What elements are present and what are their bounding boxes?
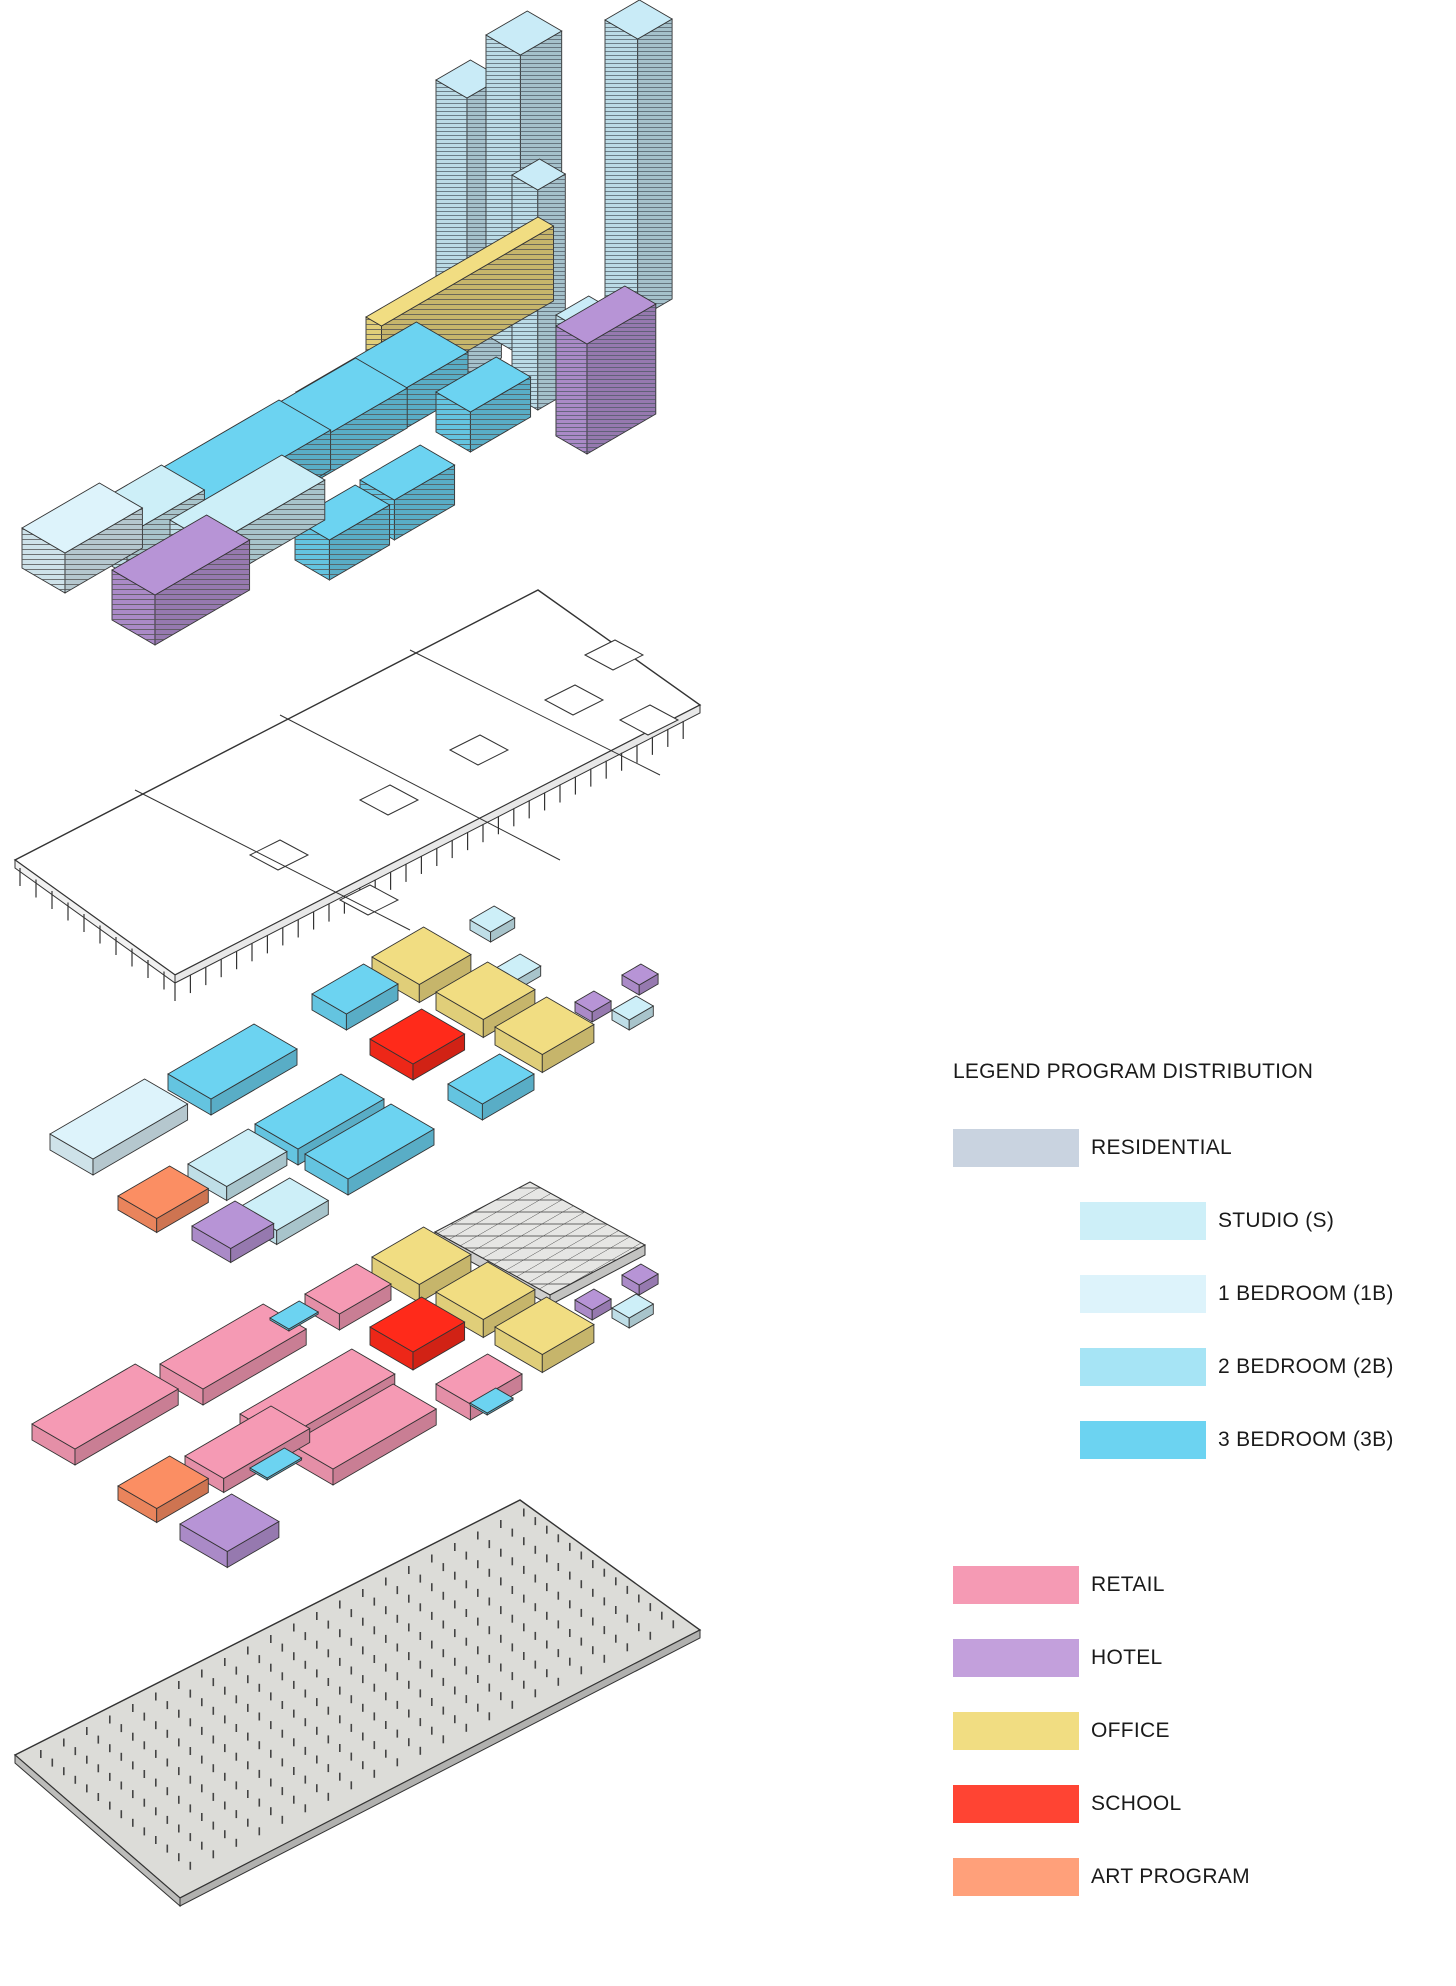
legend-label-studio: STUDIO (S): [1218, 1209, 1335, 1232]
retail-g-b: [159, 1303, 308, 1406]
legend-label-hotel: HOTEL: [1091, 1646, 1163, 1669]
residential-bars-layer: [21, 216, 555, 646]
unit-3b-d: [304, 1103, 435, 1196]
legend-label-school: SCHOOL: [1091, 1792, 1182, 1815]
office-block-b: [435, 961, 536, 1039]
legend-item-retail: RETAIL: [953, 1566, 1165, 1604]
legend-swatch-art-program: [953, 1858, 1079, 1896]
unit-3b-a: [311, 963, 399, 1031]
art-g: [117, 1455, 210, 1524]
legend-item-residential: RESIDENTIAL: [953, 1129, 1232, 1167]
office-block-c: [494, 996, 595, 1074]
retail-g-a: [304, 1263, 392, 1331]
unit-3b-b: [167, 1023, 298, 1116]
legend-swatch-2-bedroom: [1080, 1348, 1206, 1386]
unit-studio-a: [469, 905, 516, 943]
legend-label-residential: RESIDENTIAL: [1091, 1136, 1232, 1159]
legend-swatch-3-bedroom: [1080, 1421, 1206, 1459]
legend-item-3-bedroom: 3 BEDROOM (3B): [1080, 1421, 1394, 1459]
hotel-small-a: [574, 990, 612, 1023]
hotel-small-b: [621, 963, 659, 996]
school-g: [369, 1296, 466, 1371]
structural-slab-layer: [13, 589, 702, 1001]
school-block: [369, 1008, 466, 1081]
hotel-block-a: [191, 1200, 275, 1264]
ground-program-layer: [31, 1181, 659, 1569]
legend-swatch-residential: [953, 1129, 1079, 1167]
legend-label-3-bedroom: 3 BEDROOM (3B): [1218, 1428, 1394, 1451]
legend-swatch-1-bedroom: [1080, 1275, 1206, 1313]
ground-foundation-layer: [13, 1499, 702, 1908]
unit-studio-g: [611, 1293, 655, 1329]
unit-3b-g-a: [269, 1300, 320, 1332]
legend-swatch-retail: [953, 1566, 1079, 1604]
legend-swatch-office: [953, 1712, 1079, 1750]
legend-title: LEGEND PROGRAM DISTRIBUTION: [953, 1060, 1314, 1083]
unit-1b-a: [49, 1078, 189, 1176]
floor-slab: [13, 589, 702, 1001]
legend-item-2-bedroom: 2 BEDROOM (2B): [1080, 1348, 1394, 1386]
art-block: [117, 1165, 210, 1234]
bar-studio-row0: [21, 482, 144, 594]
legend-item-studio: STUDIO (S): [1080, 1202, 1334, 1240]
legend-swatch-school: [953, 1785, 1079, 1823]
office-g-c: [494, 1296, 595, 1374]
retail-g-f: [31, 1363, 180, 1466]
bar-hotel: [111, 514, 251, 646]
legend-item-school: SCHOOL: [953, 1785, 1182, 1823]
unit-studio-c: [187, 1128, 288, 1202]
unit-studio-d: [611, 995, 655, 1031]
legend-item-hotel: HOTEL: [953, 1639, 1163, 1677]
legend-item-office: OFFICE: [953, 1712, 1170, 1750]
legend-item-1-bedroom: 1 BEDROOM (1B): [1080, 1275, 1394, 1313]
hotel-small-g-a: [574, 1288, 612, 1321]
hotel-g: [179, 1493, 280, 1569]
tower-hotel-podium: [555, 285, 657, 455]
tower-right: [604, 0, 673, 320]
office-block-a: [371, 926, 472, 1004]
upper-program-layer: [49, 905, 659, 1264]
hotel-small-g-b: [621, 1263, 659, 1296]
office-g-b: [435, 1261, 536, 1339]
legend-item-art-program: ART PROGRAM: [953, 1858, 1250, 1896]
unit-3b-g-c: [469, 1387, 514, 1416]
legend-label-1-bedroom: 1 BEDROOM (1B): [1218, 1282, 1394, 1305]
legend-label-art-program: ART PROGRAM: [1091, 1865, 1250, 1888]
bar-3b-row4-end: [435, 356, 532, 453]
legend-label-retail: RETAIL: [1091, 1573, 1165, 1596]
retail-g-d: [289, 1383, 438, 1486]
legend-swatch-studio: [1080, 1202, 1206, 1240]
unit-3b-g-b: [249, 1447, 303, 1481]
legend-label-office: OFFICE: [1091, 1719, 1170, 1742]
legend-label-2-bedroom: 2 BEDROOM (2B): [1218, 1355, 1394, 1378]
legend-swatch-hotel: [953, 1639, 1079, 1677]
ground-plate: [13, 1499, 702, 1908]
foundation-piles: [40, 1508, 675, 1870]
bar-3b-row2-end: [294, 484, 391, 581]
unit-3b-e: [447, 1053, 535, 1121]
